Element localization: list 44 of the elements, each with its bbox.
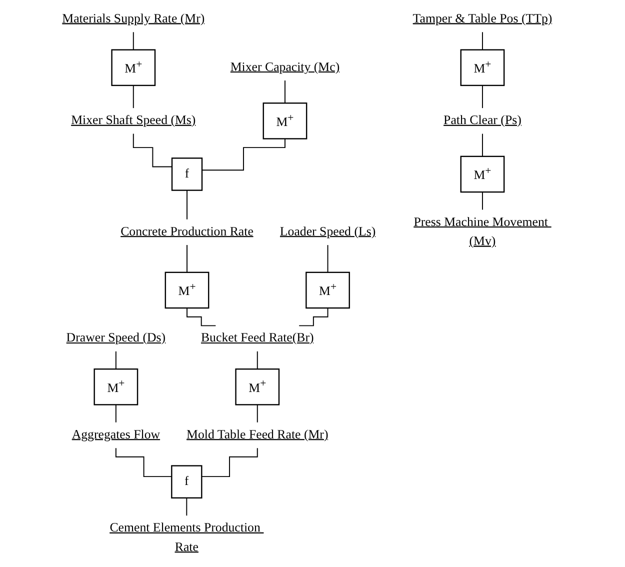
connector [202, 138, 286, 171]
connector [482, 133, 483, 157]
node-text: Mixer Capacity (Mc) [230, 60, 340, 74]
connector [132, 32, 134, 50]
node-box: M$^{+}$ [94, 368, 138, 406]
connector [186, 244, 188, 273]
node-text: Cement Elements Production Rate [110, 521, 260, 554]
connector [284, 80, 286, 104]
connector [256, 404, 258, 423]
node-box: M$^{+}$ [235, 368, 280, 406]
node-text: Mixer Shaft Speed (Ms) [71, 114, 196, 128]
node-box: M$^{+}$ [111, 49, 156, 86]
connector [115, 448, 172, 478]
node-text: Tamper & Table Pos (TTp) [412, 12, 552, 26]
node-box: M$^{+}$ [460, 156, 505, 193]
connector [482, 192, 483, 210]
connector [482, 84, 483, 109]
node-text: Press Machine Movement (Mv) [414, 215, 548, 248]
node-box: M$^{+}$ [460, 49, 505, 86]
connector [186, 308, 216, 326]
connector [201, 448, 258, 478]
connector [482, 32, 483, 50]
connector [186, 190, 188, 220]
node-text: Materials Supply Rate (Mr) [62, 12, 205, 26]
node-box: M$^{+}$ [164, 272, 210, 309]
connector [298, 308, 328, 326]
connector [132, 133, 172, 168]
node-text: Concrete Production Rate [120, 224, 254, 239]
node-box: f [171, 465, 202, 498]
node-box: f [171, 158, 203, 191]
node-box: M$^{+}$ [306, 272, 350, 309]
node-box: M$^{+}$ [262, 102, 308, 140]
node-text: Loader Speed (Ls) [280, 224, 376, 239]
connector [186, 497, 188, 516]
connector [115, 404, 116, 423]
connector [132, 84, 134, 109]
connector [327, 244, 328, 273]
node-text: Drawer Speed (Ds) [66, 331, 166, 345]
node-text: Bucket Feed Rate(Br) [200, 331, 314, 345]
connector [115, 350, 116, 370]
node-text: Path Clear (Ps) [444, 114, 522, 128]
node-text: Aggregates Flow [72, 428, 160, 442]
connector [256, 350, 258, 370]
node-text: Mold Table Feed Rate (Mr) [186, 428, 328, 442]
